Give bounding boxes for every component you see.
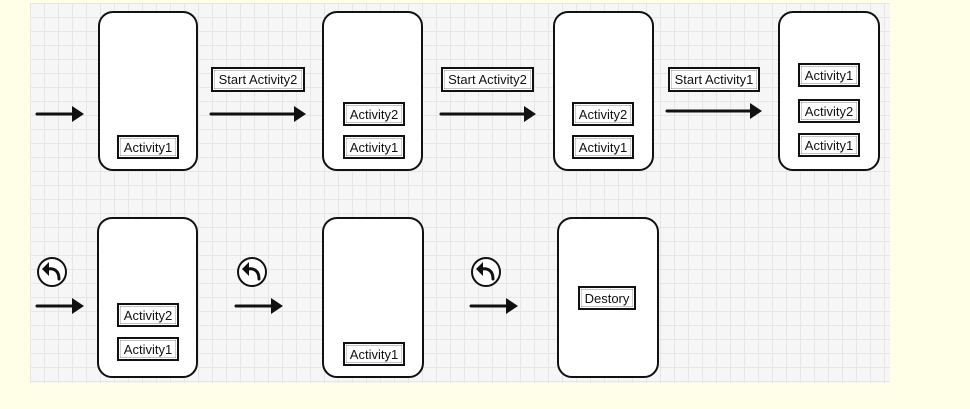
stack-item: Activity1 — [798, 133, 860, 157]
start-activity1-label: Start Activity1 — [668, 67, 760, 92]
right-arrow-icon — [665, 103, 762, 119]
right-arrow-icon — [35, 106, 84, 122]
stack-item: Activity2 — [343, 102, 405, 126]
phone-r2-3: Destory — [557, 217, 659, 378]
stack-item: Activity1 — [117, 337, 179, 361]
start-activity2-label: Start Activity2 — [211, 67, 305, 92]
stack-item: Activity1 — [798, 63, 860, 87]
phone-r1-3: Activity2 Activity1 — [553, 11, 654, 171]
back-icon — [236, 256, 268, 288]
stack-item: Activity2 — [572, 102, 634, 126]
phone-r2-1: Activity2 Activity1 — [97, 217, 198, 378]
right-arrow-icon — [35, 298, 84, 314]
right-arrow-icon — [439, 106, 536, 122]
phone-r1-1: Activity1 — [98, 11, 198, 171]
phone-r1-2: Activity2 Activity1 — [322, 11, 423, 171]
stack-item: Activity2 — [798, 99, 860, 123]
phone-r2-2: Activity1 — [322, 217, 424, 378]
right-arrow-icon — [234, 298, 283, 314]
right-arrow-icon — [209, 106, 306, 122]
start-activity2-label: Start Activity2 — [441, 67, 534, 92]
back-icon — [470, 256, 502, 288]
stack-item: Activity2 — [117, 303, 179, 327]
stack-item: Destory — [578, 286, 636, 310]
right-arrow-icon — [469, 298, 518, 314]
back-icon — [36, 256, 68, 288]
stack-item: Activity1 — [343, 135, 405, 159]
phone-r1-4: Activity1 Activity2 Activity1 — [778, 11, 880, 171]
stack-item: Activity1 — [117, 135, 179, 159]
stack-item: Activity1 — [343, 342, 405, 366]
stack-item: Activity1 — [572, 135, 634, 159]
